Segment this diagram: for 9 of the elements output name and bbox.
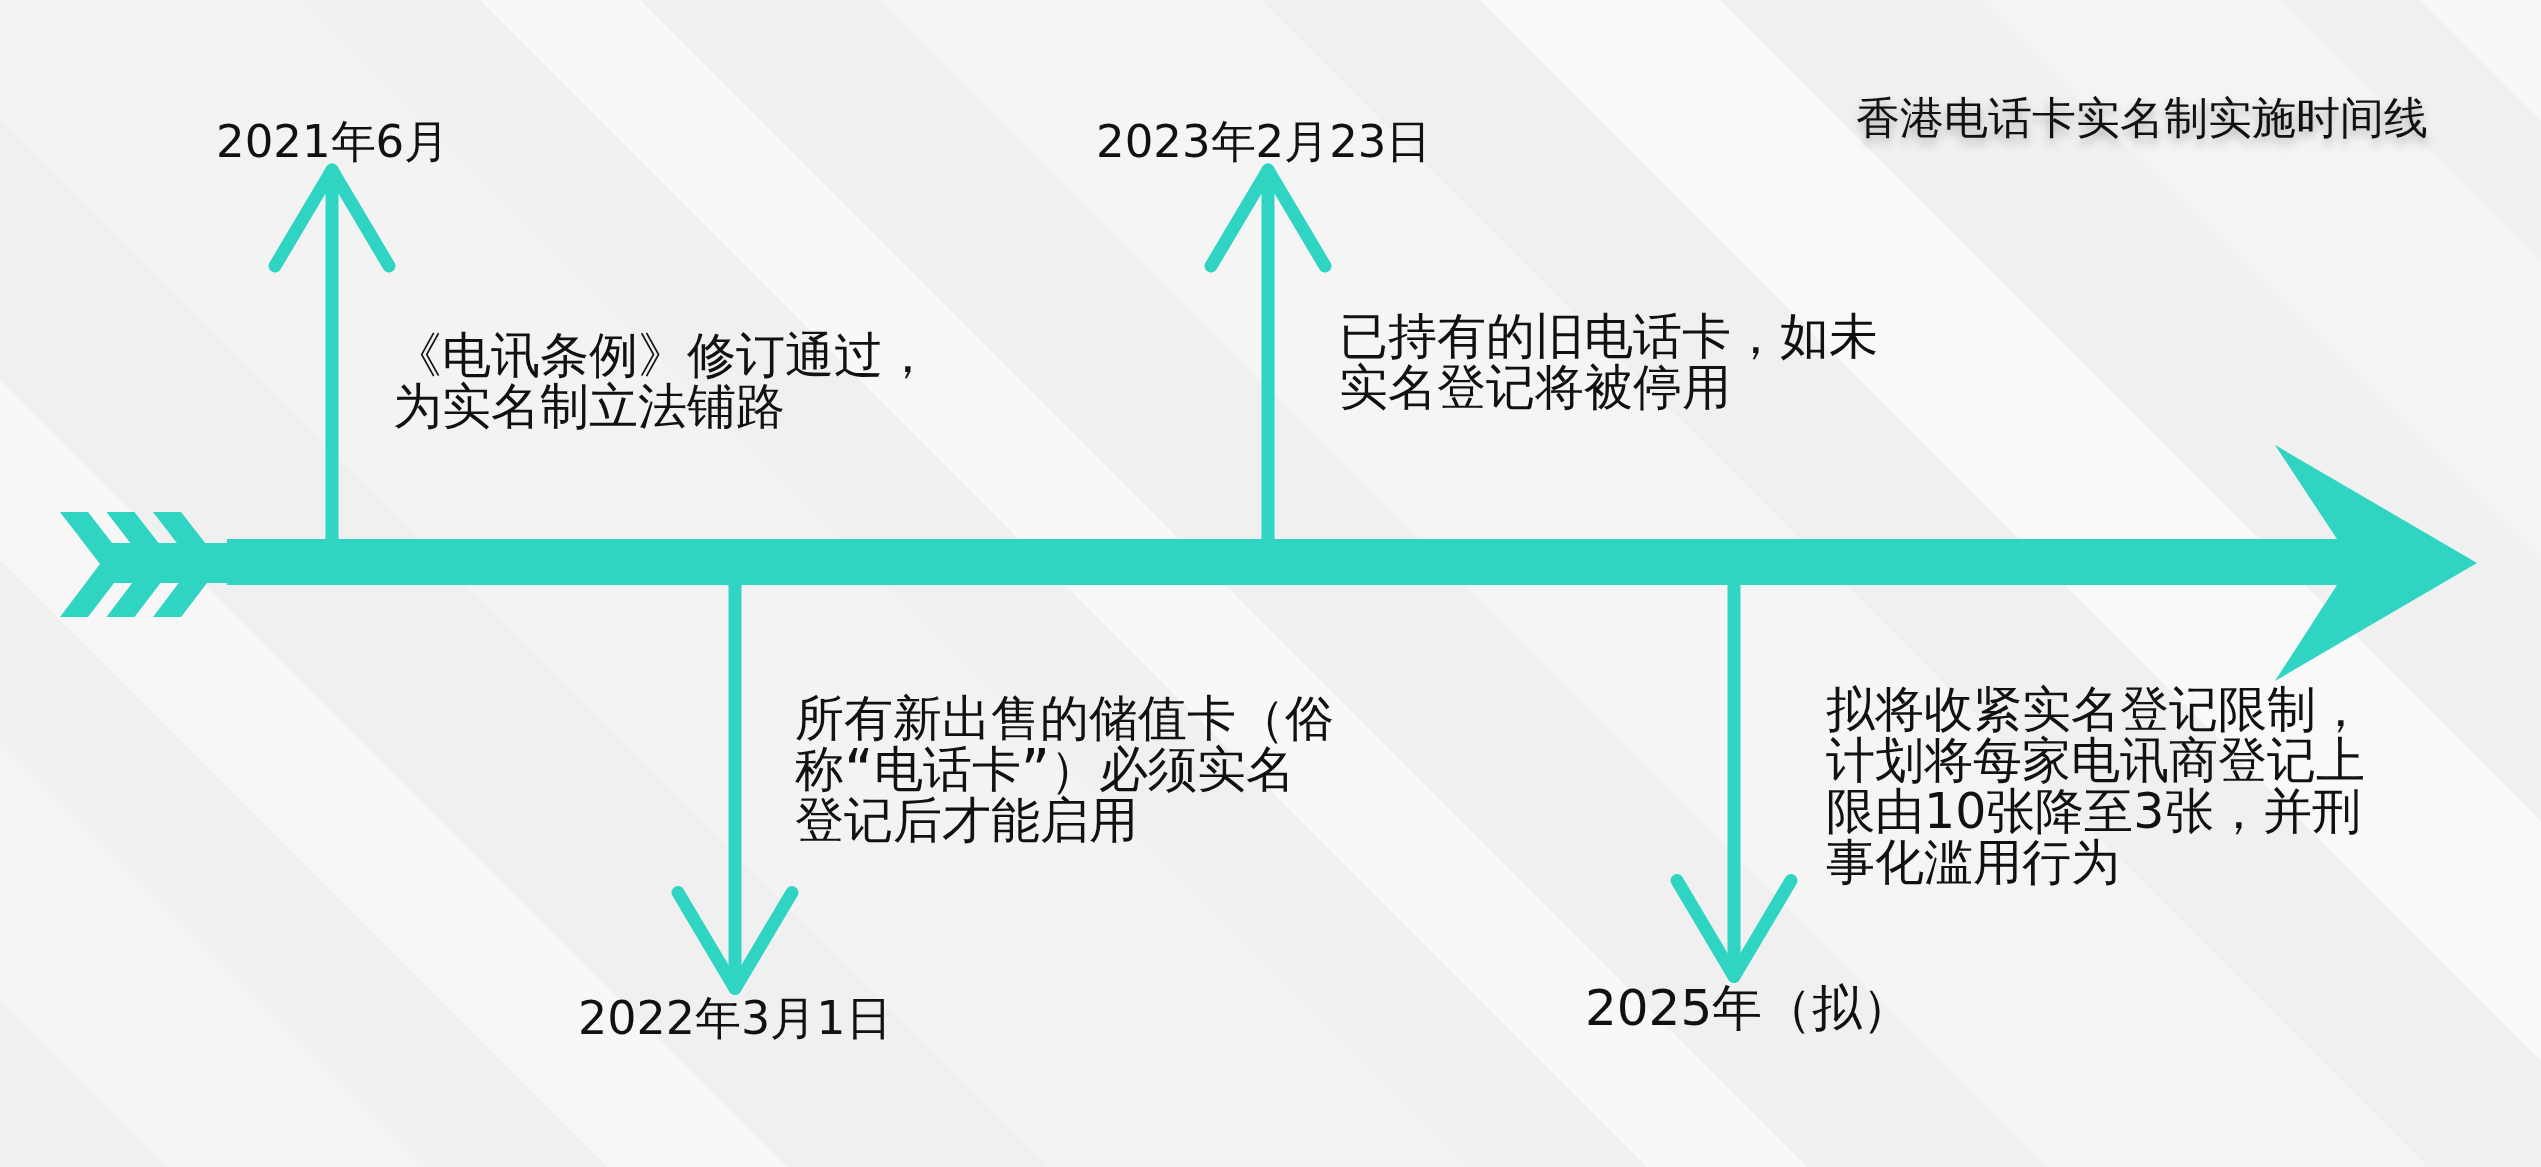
date-label: 2025年（拟） xyxy=(1585,983,1913,1033)
event-description: 拟将收紧实名登记限制，计划将每家电讯商登记上限由10张降至3张，并刑事化滥用行为 xyxy=(1826,684,2366,888)
event-description: 《电讯条例》修订通过，为实名制立法铺路 xyxy=(393,330,933,432)
date-label: 2021年6月 xyxy=(216,118,450,164)
date-label: 2022年3月1日 xyxy=(578,995,892,1041)
event-description: 已持有的旧电话卡，如未实名登记将被停用 xyxy=(1339,311,1879,413)
date-label: 2023年2月23日 xyxy=(1096,118,1432,164)
timeline-title: 香港电话卡实名制实施时间线 xyxy=(1856,93,2428,143)
event-description: 所有新出售的储值卡（俗称“电话卡”）必须实名登记后才能启用 xyxy=(795,693,1335,846)
